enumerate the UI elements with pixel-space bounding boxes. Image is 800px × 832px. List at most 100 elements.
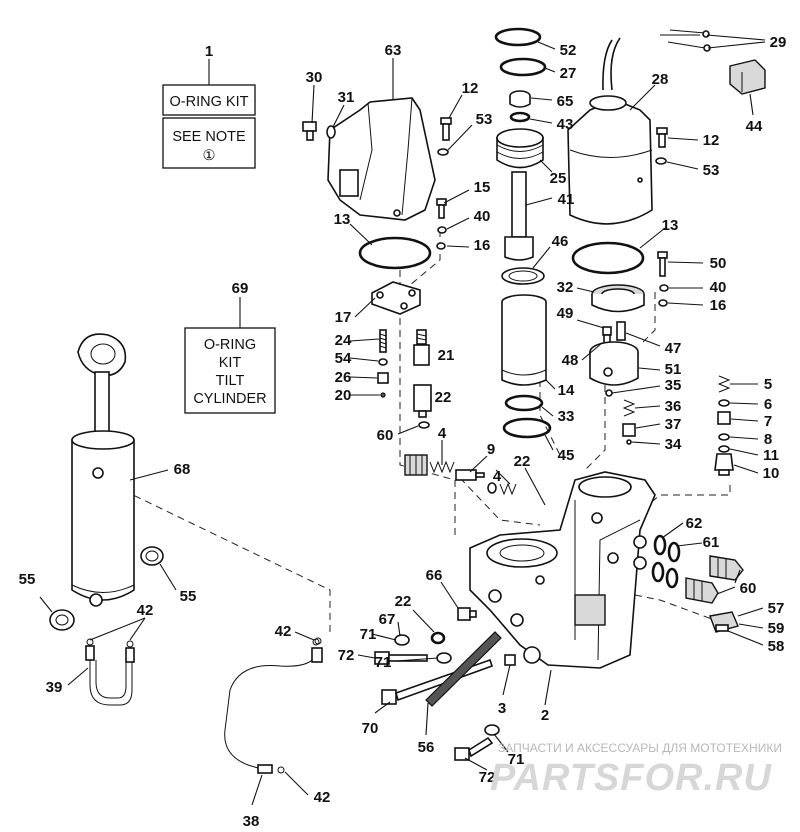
watermark-logo: PARTSFOR.RU <box>490 757 772 799</box>
watermark-tagline: ЗАПЧАСТИ И АКСЕССУАРЫ ДЛЯ МОТОТЕХНИКИ <box>498 741 782 755</box>
callout-47: 47 <box>665 340 682 357</box>
part-20-ball <box>380 392 386 398</box>
part-5-spring <box>717 375 731 393</box>
callout-21: 21 <box>438 347 455 364</box>
callout-66: 66 <box>426 567 443 584</box>
callout-44: 44 <box>746 118 763 135</box>
part-72-bolt-b <box>454 736 494 761</box>
part-66-fitting <box>457 607 477 621</box>
part-2-pump-body <box>469 471 656 669</box>
part-7-bushing <box>717 411 731 425</box>
part-36-spring <box>622 399 636 417</box>
callout-56: 56 <box>418 739 435 756</box>
part-30-screw <box>302 121 317 141</box>
callout-69: 69 <box>232 280 249 297</box>
part-62-ring-a <box>653 534 667 556</box>
callout-70: 70 <box>362 720 379 737</box>
callout-72-b: 72 <box>479 769 496 786</box>
part-13-oring-right <box>571 241 645 275</box>
watermark: ЗАПЧАСТИ И АКСЕССУАРЫ ДЛЯ МОТОТЕХНИКИ PA… <box>490 741 782 799</box>
callout-11: 11 <box>763 447 779 464</box>
callout-57: 57 <box>768 600 785 617</box>
part-12-screw-left <box>440 117 452 141</box>
tilt-oring-kit-box: O-RING KIT TILT CYLINDER <box>184 327 276 414</box>
callout-22-a: 22 <box>435 389 452 406</box>
callout-58: 58 <box>768 638 785 655</box>
part-53-washer-left <box>437 148 449 156</box>
callout-37: 37 <box>665 416 682 433</box>
callout-63: 63 <box>385 42 402 59</box>
part-61-ring-b <box>665 567 679 589</box>
callout-43: 43 <box>557 116 574 133</box>
part-6-ring <box>718 399 730 407</box>
callout-9: 9 <box>487 441 495 458</box>
callout-61: 61 <box>703 534 720 551</box>
oring-kit-label: O-RING KIT <box>170 94 249 110</box>
leader-lines <box>39 34 766 806</box>
callout-54: 54 <box>335 350 352 367</box>
callout-22-c: 22 <box>395 593 412 610</box>
part-63-housing <box>327 97 436 221</box>
callout-49: 49 <box>557 305 574 322</box>
callout-13-right: 13 <box>662 217 679 234</box>
part-60-plug-right-b <box>685 577 719 604</box>
callout-39: 39 <box>46 679 63 696</box>
part-53-washer-right <box>655 157 667 165</box>
part-39-line <box>85 638 135 706</box>
callout-71-b: 71 <box>375 654 392 671</box>
callout-numbers: 1 69 63 30 31 12 53 15 40 16 13 17 24 54… <box>19 34 787 830</box>
callout-42-left: 42 <box>137 602 154 619</box>
part-41-rod <box>504 171 534 261</box>
part-33-ring <box>504 394 544 412</box>
callout-60-right: 60 <box>740 580 757 597</box>
callout-60-left: 60 <box>377 427 394 444</box>
part-55-bushing-left <box>49 609 75 631</box>
part-22-valve <box>413 384 432 418</box>
callout-72-a: 72 <box>338 647 355 664</box>
callout-67: 67 <box>379 611 396 628</box>
part-28-motor <box>567 37 653 225</box>
callout-13-left: 13 <box>334 211 351 228</box>
tilt-kit-line4: CYLINDER <box>193 391 266 407</box>
part-34-ball <box>626 439 632 445</box>
callout-53-left: 53 <box>476 111 493 128</box>
part-40-washer-right <box>659 284 669 292</box>
part-37-bushing <box>622 423 636 437</box>
callout-42-mid: 42 <box>275 623 292 640</box>
part-17-plate <box>371 281 421 315</box>
part-3-pin <box>504 654 516 666</box>
callout-40-left: 40 <box>474 208 491 225</box>
callout-34: 34 <box>665 436 682 453</box>
part-25-piston <box>496 128 544 169</box>
callout-65: 65 <box>557 93 574 110</box>
part-71-washer-c <box>484 724 500 736</box>
part-44-connector <box>729 59 766 95</box>
callout-8: 8 <box>764 431 772 448</box>
callout-29: 29 <box>770 34 787 51</box>
callout-55-right: 55 <box>180 588 197 605</box>
part-55-bushing-right <box>140 546 164 566</box>
callout-1: 1 <box>205 43 213 60</box>
callout-33: 33 <box>558 408 575 425</box>
callout-53-right: 53 <box>703 162 720 179</box>
part-26-bushing <box>377 372 389 384</box>
part-12-screw-right <box>656 127 668 148</box>
part-61-ring-a <box>667 541 681 563</box>
callout-16-left: 16 <box>474 237 491 254</box>
tilt-kit-line3: TILT <box>216 373 245 389</box>
tilt-kit-line2: KIT <box>219 355 242 371</box>
callout-40-right: 40 <box>710 279 727 296</box>
part-46-ring <box>501 267 545 285</box>
callout-50: 50 <box>710 255 727 272</box>
part-9-valve <box>455 469 485 481</box>
callout-27: 27 <box>560 65 577 82</box>
callout-71-c: 71 <box>508 751 525 768</box>
callout-20: 20 <box>335 387 352 404</box>
part-72-bolt-a <box>374 651 428 665</box>
callout-7: 7 <box>764 413 772 430</box>
part-22-ring-bottom <box>430 631 446 645</box>
part-16-washer-left <box>436 242 446 250</box>
part-59-valve <box>709 611 739 633</box>
part-16-washer-right <box>658 299 668 307</box>
part-31-ring <box>326 125 336 139</box>
